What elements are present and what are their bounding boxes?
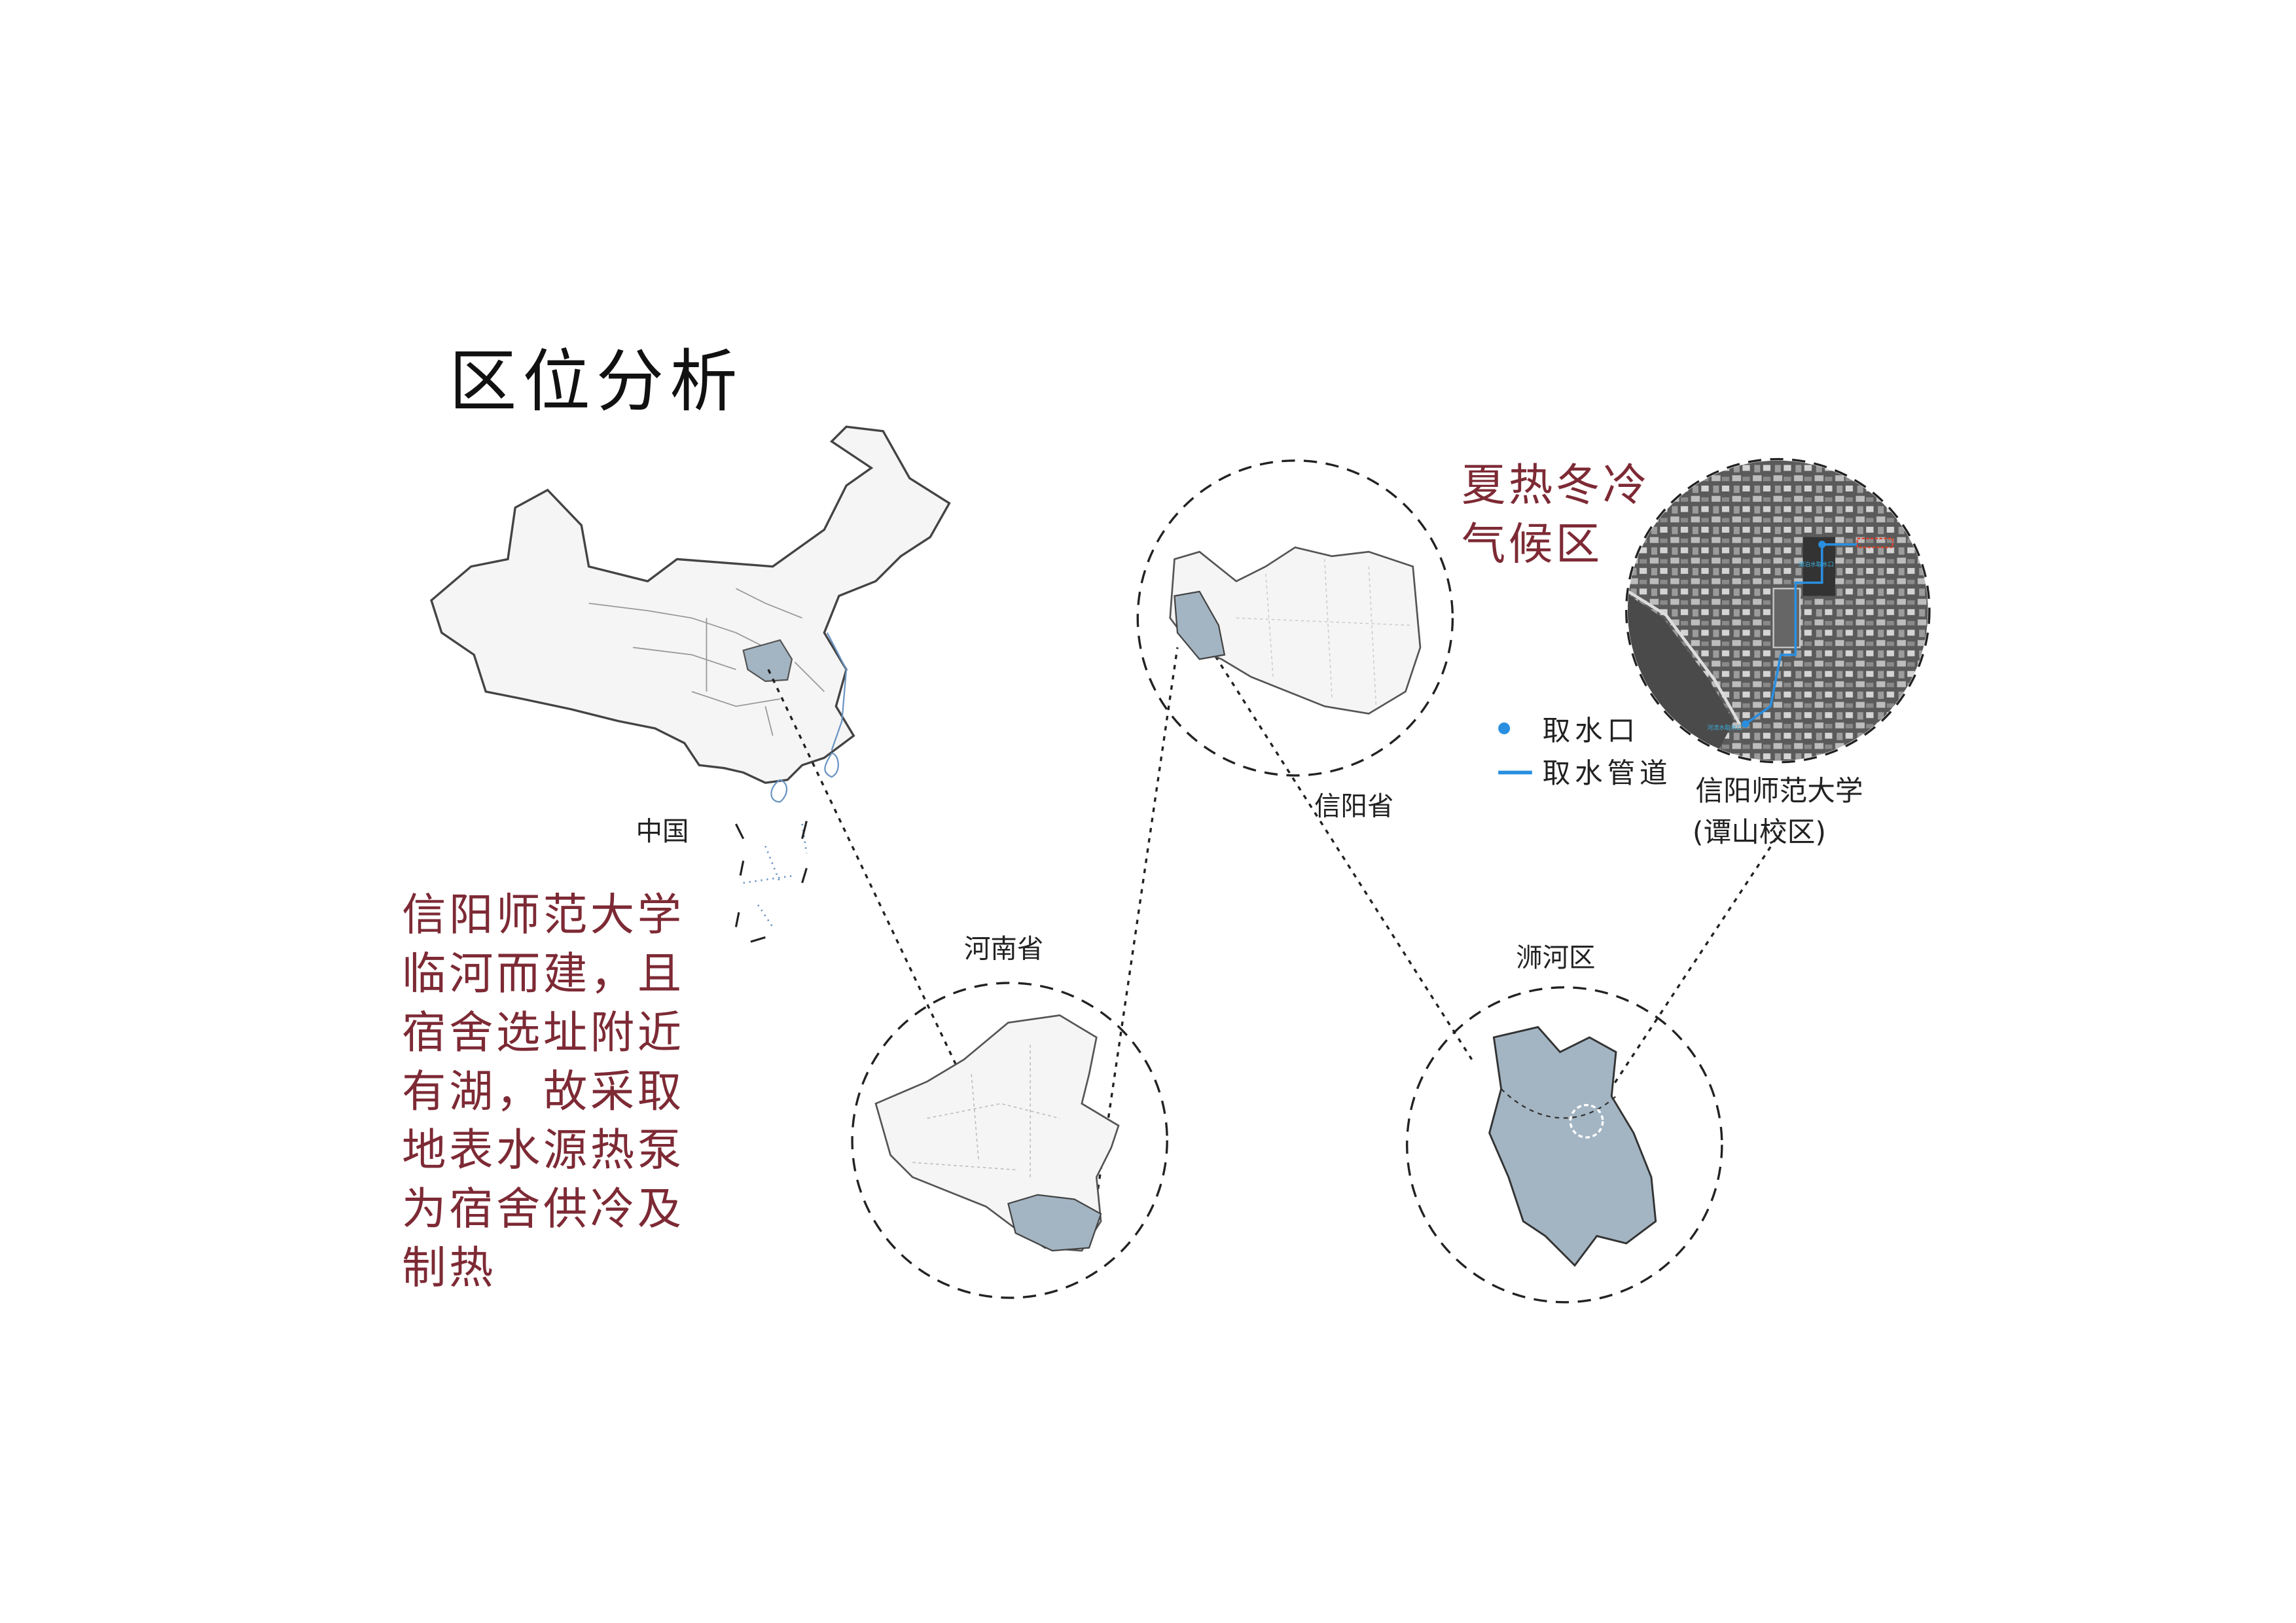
legend-intake: 取水口 — [1543, 715, 1640, 747]
description-line: 宿舍选址附近 — [402, 1007, 685, 1058]
xinyang-circle — [1136, 459, 1454, 777]
river-intake-label: 河流水取水口 — [1707, 724, 1742, 732]
label-campus-name: 信阳师范大学 — [1695, 775, 1863, 808]
china-map — [430, 425, 951, 943]
label-china: 中国 — [636, 815, 689, 847]
satellite-circle — [1625, 457, 1931, 764]
shihe-map — [1488, 1026, 1657, 1267]
climate-line: 气候区 — [1462, 518, 1603, 569]
legend-pipe: 取水管道 — [1543, 757, 1672, 790]
henan-map — [874, 1014, 1120, 1252]
xinyang-map — [1169, 546, 1422, 715]
henan-circle — [851, 982, 1168, 1299]
description-line: 为宿舍供冷及 — [402, 1183, 685, 1235]
label-henan: 河南省 — [964, 933, 1043, 965]
legend: 取水口 取水管道 — [1498, 715, 1672, 790]
description-line: 信阳师范大学 — [402, 889, 685, 940]
satellite-image: 湖泊水取水口 河流水取水口 — [1627, 460, 1928, 761]
lake-intake-label: 湖泊水取水口 — [1799, 561, 1834, 569]
description-text: 信阳师范大学 临河而建，且 宿舍选址附近 有湖，故采取 地表水源热泵 为宿舍供冷… — [402, 889, 685, 1294]
label-xinyang: 信阳省 — [1314, 791, 1393, 822]
description-line: 有湖，故采取 — [402, 1065, 685, 1117]
description-line: 临河而建，且 — [402, 948, 685, 999]
shihe-circle — [1406, 986, 1723, 1304]
intake-dot-icon — [1498, 722, 1511, 734]
climate-line: 夏热冬冷 — [1462, 459, 1650, 510]
page-title: 区位分析 — [449, 342, 744, 421]
description-line: 地表水源热泵 — [402, 1124, 685, 1176]
label-shihe: 浉河区 — [1516, 942, 1595, 973]
label-campus-branch: (谭山校区) — [1693, 816, 1826, 849]
description-line: 制热 — [402, 1242, 496, 1294]
campus-marker — [1569, 1103, 1604, 1139]
climate-zone-text: 夏热冬冷 气候区 — [1462, 459, 1650, 569]
